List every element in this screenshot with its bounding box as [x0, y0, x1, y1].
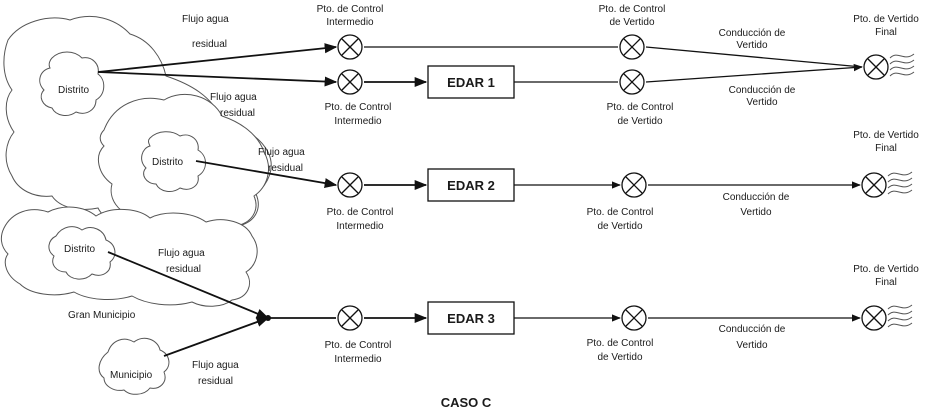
intermedio-top-line1: Pto. de Control [317, 4, 384, 15]
conduccion-3-line2: Vertido [736, 340, 768, 351]
discharge-wave-icons [887, 53, 915, 328]
flow-line-1-d [645, 63, 863, 83]
flow-line-1-a [97, 71, 338, 87]
edar-3-label: EDAR 3 [447, 311, 495, 326]
flujo-label-2-line1: Flujo agua [210, 92, 257, 103]
control-node-intermedio-2 [337, 172, 363, 198]
conduccion-top-line2: Vertido [736, 40, 768, 51]
vertido-1-line1: Pto. de Control [607, 102, 674, 113]
control-node-vertido-2 [621, 172, 647, 198]
control-node-intermedio-1 [337, 69, 363, 95]
control-node-intermedio-top [337, 34, 363, 60]
edar-1-label: EDAR 1 [447, 75, 495, 90]
conduccion-1-line1: Conducción de [729, 85, 796, 96]
conduccion-1-line2: Vertido [746, 97, 778, 108]
edar-1-box: EDAR 1 [427, 65, 515, 99]
intermedio-3-line2: Intermedio [334, 354, 382, 365]
flow-line-top-a [97, 43, 338, 73]
intermedio-2-line1: Pto. de Control [327, 207, 394, 218]
distrito-3-outline [48, 226, 116, 280]
vertido-final-node-1 [863, 54, 889, 80]
distrito-2-label: Distrito [152, 157, 184, 168]
vertido-final-node-2 [861, 172, 887, 198]
control-nodes [337, 34, 889, 331]
diagram-title: CASO C [441, 395, 492, 410]
distrito-1-outline [39, 51, 105, 116]
final-1-line2: Final [875, 27, 897, 38]
flujo-label-2-line2: residual [220, 108, 255, 119]
flow-line-3-distrito [107, 251, 270, 319]
discharge-wave-icon-2 [887, 171, 913, 195]
vertido-final-node-3 [861, 305, 887, 331]
discharge-wave-icon-1 [889, 53, 915, 77]
vertido-2-line1: Pto. de Control [587, 207, 654, 218]
edar-2-box: EDAR 2 [427, 168, 515, 202]
flow-lines [97, 43, 863, 357]
flujo-label-5-line1: Flujo agua [192, 360, 239, 371]
flujo-label-3-line1: Flujo agua [258, 147, 305, 158]
junction-dot [265, 315, 271, 321]
edar-3-box: EDAR 3 [427, 301, 515, 335]
flujo-label-3-line2: residual [268, 163, 303, 174]
municipio-outline [98, 337, 170, 395]
vertido-3-line2: de Vertido [597, 352, 642, 363]
flujo-label-5-line2: residual [198, 376, 233, 387]
conduccion-2-line1: Conducción de [723, 192, 790, 203]
flujo-label-4-line1: Flujo agua [158, 248, 205, 259]
intermedio-3-line1: Pto. de Control [325, 340, 392, 351]
distrito-1-label: Distrito [58, 85, 90, 96]
conduccion-top-line1: Conducción de [719, 28, 786, 39]
discharge-wave-icon-3 [887, 304, 913, 328]
flujo-label-1-line2: residual [192, 39, 227, 50]
intermedio-1-line2: Intermedio [334, 116, 382, 127]
control-node-vertido-1 [619, 69, 645, 95]
conduccion-3-line1: Conducción de [719, 324, 786, 335]
flow-line-top-c [645, 46, 863, 68]
final-3-line1: Pto. de Vertido [853, 264, 919, 275]
final-2-line1: Pto. de Vertido [853, 130, 919, 141]
regions-group [0, 16, 272, 395]
intermedio-top-line2: Intermedio [326, 17, 374, 28]
control-node-vertido-top [619, 34, 645, 60]
municipio-label: Municipio [110, 370, 153, 381]
control-node-vertido-3 [621, 305, 647, 331]
vertido-3-line1: Pto. de Control [587, 338, 654, 349]
vertido-top-line1: Pto. de Control [599, 4, 666, 15]
flow-line-3-municipio [163, 317, 270, 357]
intermedio-2-line2: Intermedio [336, 221, 384, 232]
lower-region-outline [0, 206, 258, 307]
flujo-label-1-line1: Flujo agua [182, 14, 229, 25]
conduccion-2-line2: Vertido [740, 207, 772, 218]
final-2-line2: Final [875, 143, 897, 154]
intermedio-1-line1: Pto. de Control [325, 102, 392, 113]
vertido-2-line2: de Vertido [597, 221, 642, 232]
vertido-1-line2: de Vertido [617, 116, 662, 127]
final-3-line2: Final [875, 277, 897, 288]
flow-line-2-a [195, 160, 338, 189]
distrito-2-outline [141, 131, 206, 192]
edar-2-label: EDAR 2 [447, 178, 495, 193]
vertido-top-line2: de Vertido [609, 17, 654, 28]
distrito-3-label: Distrito [64, 244, 96, 255]
control-node-intermedio-3 [337, 305, 363, 331]
final-1-line1: Pto. de Vertido [853, 14, 919, 25]
flujo-label-4-line2: residual [166, 264, 201, 275]
gran-municipio-label: Gran Municipio [68, 310, 136, 321]
